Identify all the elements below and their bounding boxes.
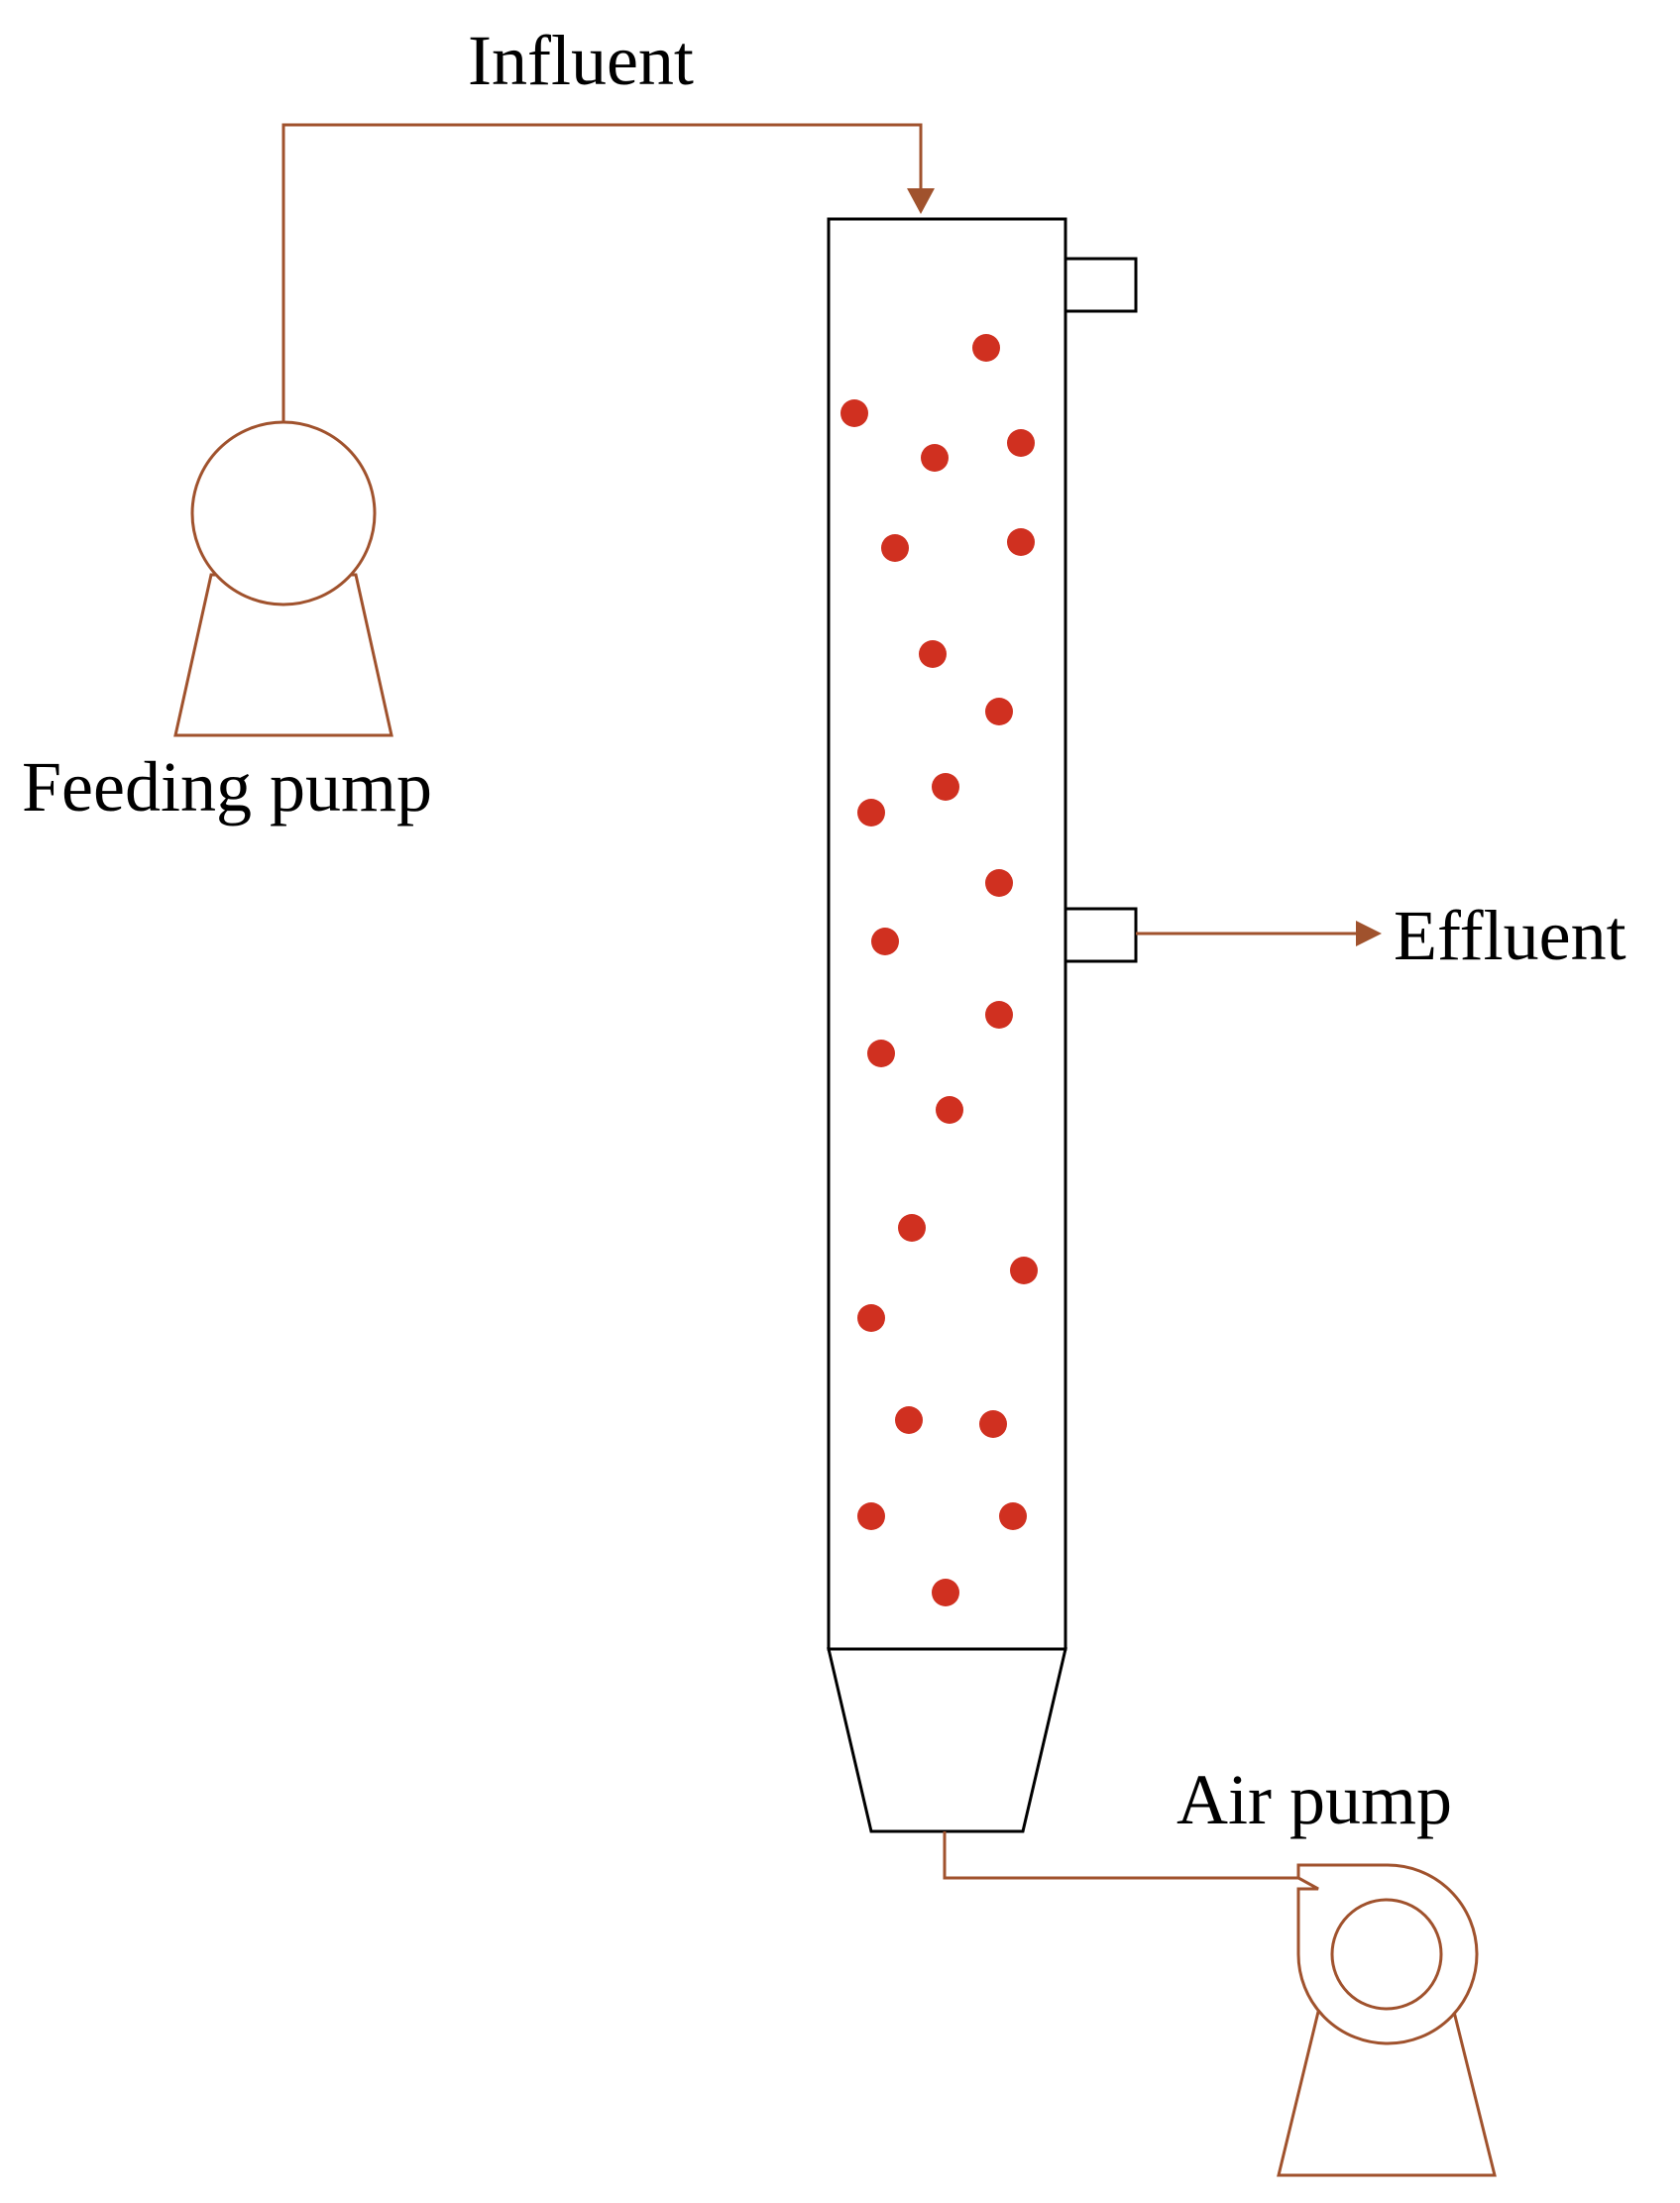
air-pump-icon (1277, 1863, 1497, 2177)
particle (919, 640, 947, 668)
air-line (943, 1831, 1298, 1880)
particle (898, 1214, 926, 1242)
particle (932, 1579, 959, 1606)
reactor-column (827, 217, 1138, 1833)
particle (932, 773, 959, 801)
particle (936, 1096, 963, 1124)
effluent-label: Effluent (1394, 896, 1626, 975)
particle (895, 1406, 923, 1434)
effluent-pipe (1136, 921, 1382, 946)
top-port (1064, 257, 1138, 313)
particle (985, 869, 1013, 897)
particle (840, 399, 868, 427)
particle (871, 928, 899, 955)
influent-line (281, 123, 923, 426)
feeding-pump-icon (173, 420, 393, 737)
influent-label: Influent (468, 21, 694, 100)
air-pump-rotor (1330, 1898, 1443, 2011)
feeding-pump-label: Feeding pump (22, 747, 432, 826)
particle (1007, 528, 1035, 556)
particle (1010, 1257, 1038, 1284)
particle (1007, 429, 1035, 457)
conical-bottom (827, 1647, 1067, 1833)
particles (840, 334, 1038, 1606)
particle (972, 334, 1000, 362)
influent-pipe (281, 123, 935, 426)
feeding-pump-body (190, 420, 377, 606)
particle (985, 698, 1013, 725)
particle (881, 534, 909, 562)
influent-arrow-icon (907, 188, 935, 214)
air-pump-label: Air pump (1176, 1760, 1452, 1839)
particle (857, 1502, 885, 1530)
particle (999, 1502, 1027, 1530)
particle (867, 1040, 895, 1067)
particle (921, 444, 949, 472)
effluent-port (1064, 907, 1138, 963)
particle (985, 1001, 1013, 1029)
particle (979, 1410, 1007, 1438)
particle (857, 1304, 885, 1332)
effluent-arrow-icon (1356, 921, 1382, 946)
particle (857, 799, 885, 826)
